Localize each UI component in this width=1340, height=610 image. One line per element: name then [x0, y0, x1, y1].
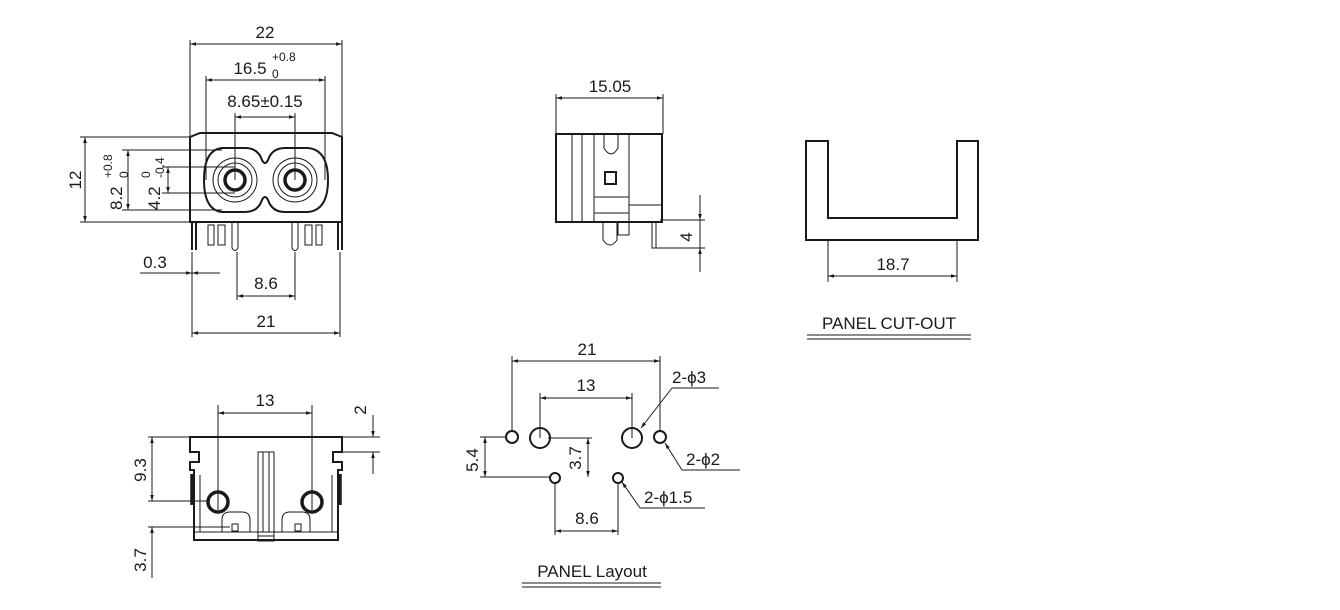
dim-8-6: 8.6 [254, 274, 278, 293]
side-view: 15.05 4 [555, 77, 705, 272]
panel-cutout: 18.7 PANEL CUT-OUT [805, 140, 979, 340]
dim-8-2-tol-upper: +0.8 [101, 154, 115, 178]
panel-layout: 21 13 5.4 3.7 8.6 2-ϕ3 2-ϕ2 2-ϕ1.5 PANEL… [463, 340, 740, 588]
dim-3-7: 3.7 [131, 548, 150, 572]
dim-21: 21 [578, 340, 597, 359]
dim-13: 13 [577, 376, 596, 395]
dim-2: 2 [351, 405, 370, 414]
dim-16-5-tol-upper: +0.8 [272, 50, 296, 64]
panel-layout-title: PANEL Layout [537, 562, 647, 581]
hole-phi2-left [505, 430, 519, 444]
label-2-phi2: 2-ϕ2 [686, 450, 720, 469]
front-view: 22 16.5 +0.8 0 8.65±0.15 12 8.2 +0.8 0 4… [66, 23, 343, 337]
dim-22: 22 [256, 23, 275, 42]
dim-0-3: 0.3 [143, 253, 167, 272]
dim-16-5: 16.5 [233, 59, 266, 78]
hole-phi1-5-right [612, 472, 624, 484]
dim-8-2: 8.2 [107, 186, 126, 210]
bottom-view: 13 2 9.3 3.7 [131, 391, 380, 578]
dim-12: 12 [66, 171, 85, 190]
dim-8-65: 8.65±0.15 [227, 92, 303, 111]
label-2-phi3: 2-ϕ3 [672, 368, 706, 387]
dim-8-6: 8.6 [575, 509, 599, 528]
dim-5-4: 5.4 [463, 448, 482, 472]
panel-cutout-title: PANEL CUT-OUT [822, 314, 956, 333]
dim-18-7: 18.7 [876, 255, 909, 274]
dim-4: 4 [677, 232, 696, 241]
dim-21: 21 [257, 312, 276, 331]
hole-phi1-5-left [549, 472, 561, 484]
dim-4-2: 4.2 [145, 186, 164, 210]
dim-8-2-tol-lower: 0 [117, 171, 131, 178]
dim-4-2-tol-lower: -0.4 [153, 157, 167, 178]
dim-15-05: 15.05 [589, 77, 632, 96]
label-2-phi1-5: 2-ϕ1.5 [644, 488, 692, 507]
dim-13: 13 [256, 391, 275, 410]
dim-3-7: 3.7 [566, 446, 585, 470]
dim-16-5-tol-lower: 0 [272, 67, 279, 81]
dim-9-3: 9.3 [131, 458, 150, 482]
hole-phi2-right [653, 430, 667, 444]
dim-4-2-tol-upper: 0 [139, 171, 153, 178]
